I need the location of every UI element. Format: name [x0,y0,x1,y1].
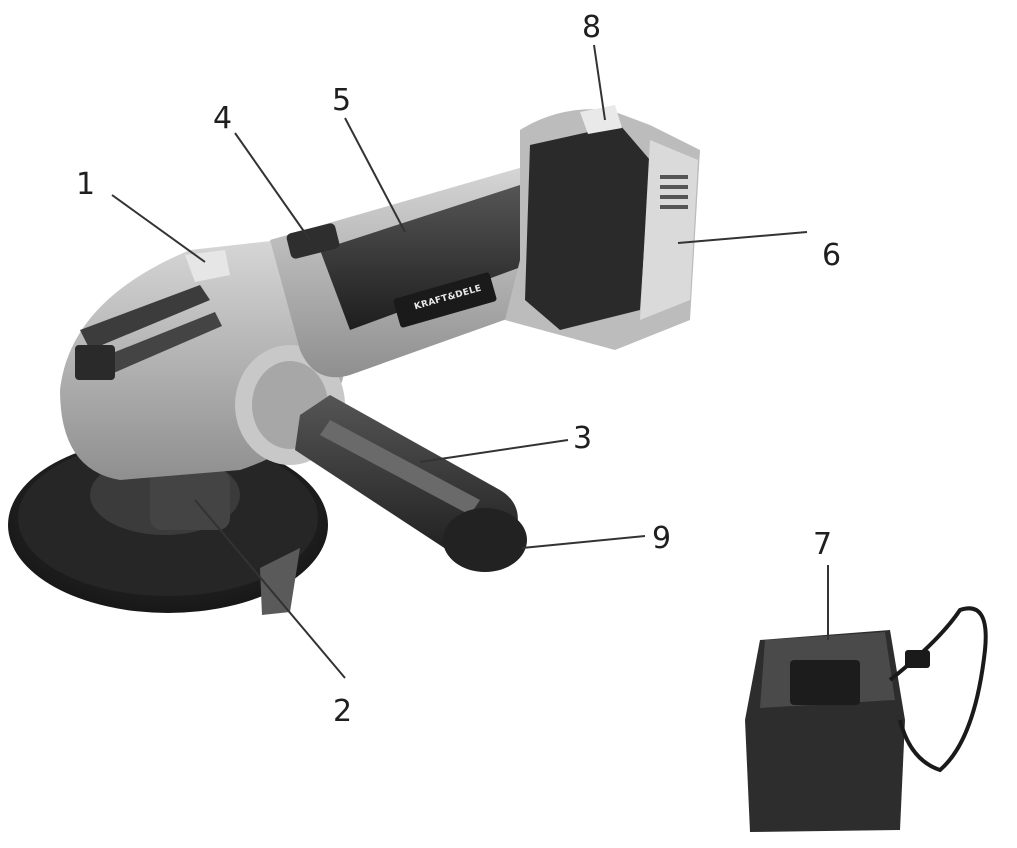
leader-line-9 [521,535,646,549]
gear-head [60,240,345,480]
callout-7: 7 [813,527,833,562]
callout-6: 6 [822,238,842,273]
callout-1: 1 [76,167,96,202]
side-handle [295,395,527,572]
battery-pack [505,105,700,350]
callout-2: 2 [333,694,353,729]
leader-line-6 [677,231,808,244]
leader-line-1 [111,194,206,263]
callout-4: 4 [213,101,233,136]
callout-5: 5 [332,83,352,118]
leader-line-4 [234,132,311,241]
leader-line-2 [194,499,346,679]
callout-3: 3 [573,421,593,456]
leader-line-8 [593,44,606,121]
leader-line-3 [419,439,569,463]
callout-9: 9 [652,521,672,556]
leader-line-5 [344,117,406,233]
leader-lines [111,44,829,679]
battery-charger [745,606,988,832]
motor-body [270,164,585,378]
callout-8: 8 [582,10,602,45]
